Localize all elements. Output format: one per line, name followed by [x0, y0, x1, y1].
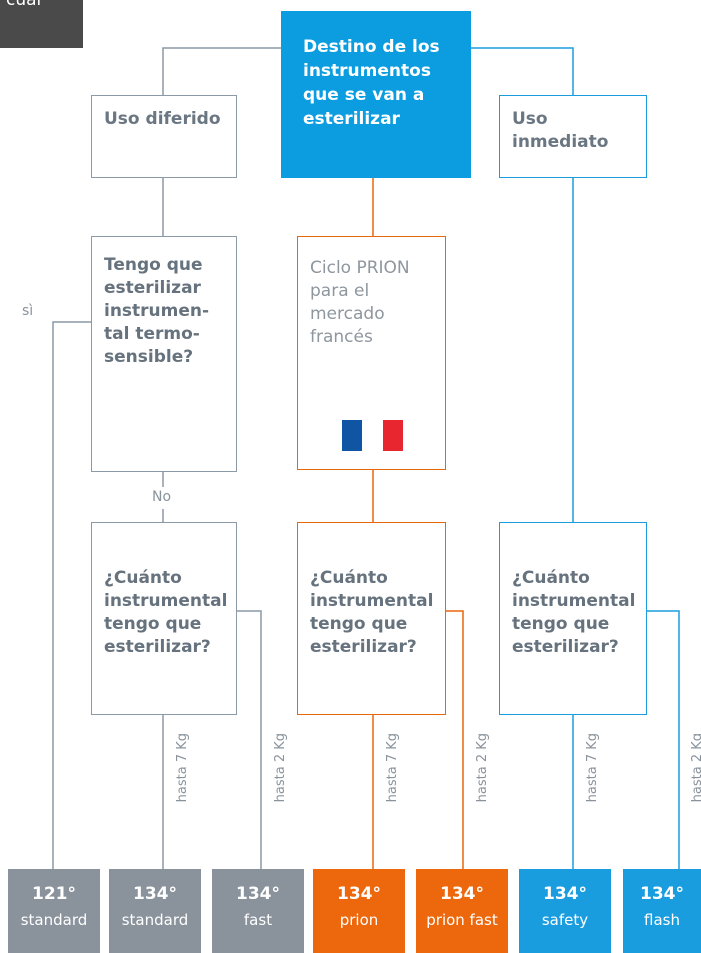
cycle-tile-134-fast: 134° fast [212, 869, 304, 953]
tile-cycle-name: standard [121, 911, 189, 929]
right-weight-2kg-label: hasta 2 Kg [690, 733, 701, 803]
cycle-tile-134-prion: 134° prion [313, 869, 405, 953]
tile-temperature: 134° [440, 884, 484, 904]
tile-temperature: 134° [337, 884, 381, 904]
cycle-tile-134-flash: 134° flash [623, 869, 701, 953]
header-title: Destino de los instrumentos que se van a… [303, 37, 440, 129]
cycle-tile-134-safety: 134° safety [519, 869, 611, 953]
cycle-tile-121-standard: 121° standard [8, 869, 100, 953]
corner-fragment: cuar [0, 0, 83, 48]
tile-cycle-name: standard [20, 911, 88, 929]
yes-label: sì [22, 303, 34, 319]
tile-temperature: 134° [236, 884, 280, 904]
tile-cycle-name: flash [644, 911, 680, 929]
middle-weight-7kg-label: hasta 7 Kg [385, 733, 400, 803]
middle-weight-2kg-label: hasta 2 Kg [475, 733, 490, 803]
thermosensitive-question: Tengo que esterilizar instrumen-tal term… [104, 255, 210, 367]
left-quantity-box: ¿Cuánto instrumental tengo que esteriliz… [91, 522, 237, 715]
middle-quantity-box: ¿Cuánto instrumental tengo que esteriliz… [297, 522, 446, 715]
middle-quantity-question: ¿Cuánto instrumental tengo que esteriliz… [310, 568, 434, 657]
no-label: No [152, 489, 172, 505]
tile-cycle-name: fast [243, 911, 273, 929]
prion-cycle-box: Ciclo PRION para el mercado francés [297, 236, 446, 470]
right-quantity-question: ¿Cuánto instrumental tengo que esteriliz… [512, 568, 636, 657]
tile-cycle-name: prion fast [426, 911, 498, 929]
prion-cycle-text: Ciclo PRION para el mercado francés [310, 258, 410, 347]
left-weight-7kg-label: hasta 7 Kg [175, 733, 190, 803]
thermosensitive-question-box: Tengo que esterilizar instrumen-tal term… [91, 236, 237, 472]
tile-temperature: 134° [543, 884, 587, 904]
tile-temperature: 134° [640, 884, 684, 904]
left-weight-2kg-label: hasta 2 Kg [273, 733, 288, 803]
cycle-tile-134-prion-fast: 134° prion fast [416, 869, 508, 953]
corner-text: cuar [6, 0, 44, 10]
right-weight-7kg-label: hasta 7 Kg [585, 733, 600, 803]
deferred-use-label: Uso diferido [104, 109, 221, 129]
right-quantity-box: ¿Cuánto instrumental tengo que esteriliz… [499, 522, 647, 715]
left-quantity-question: ¿Cuánto instrumental tengo que esteriliz… [104, 568, 228, 657]
tile-temperature: 121° [32, 884, 76, 904]
flag-blue-stripe [342, 420, 362, 451]
immediate-use-label: Uso inmediato [512, 109, 609, 152]
immediate-use-box: Uso inmediato [499, 95, 647, 178]
flag-red-stripe [383, 420, 403, 451]
tile-temperature: 134° [133, 884, 177, 904]
cycle-tile-134-standard: 134° standard [109, 869, 201, 953]
tile-cycle-name: prion [339, 911, 379, 929]
tile-cycle-name: safety [541, 911, 589, 929]
deferred-use-box: Uso diferido [91, 95, 237, 178]
header-box: Destino de los instrumentos que se van a… [281, 11, 471, 178]
